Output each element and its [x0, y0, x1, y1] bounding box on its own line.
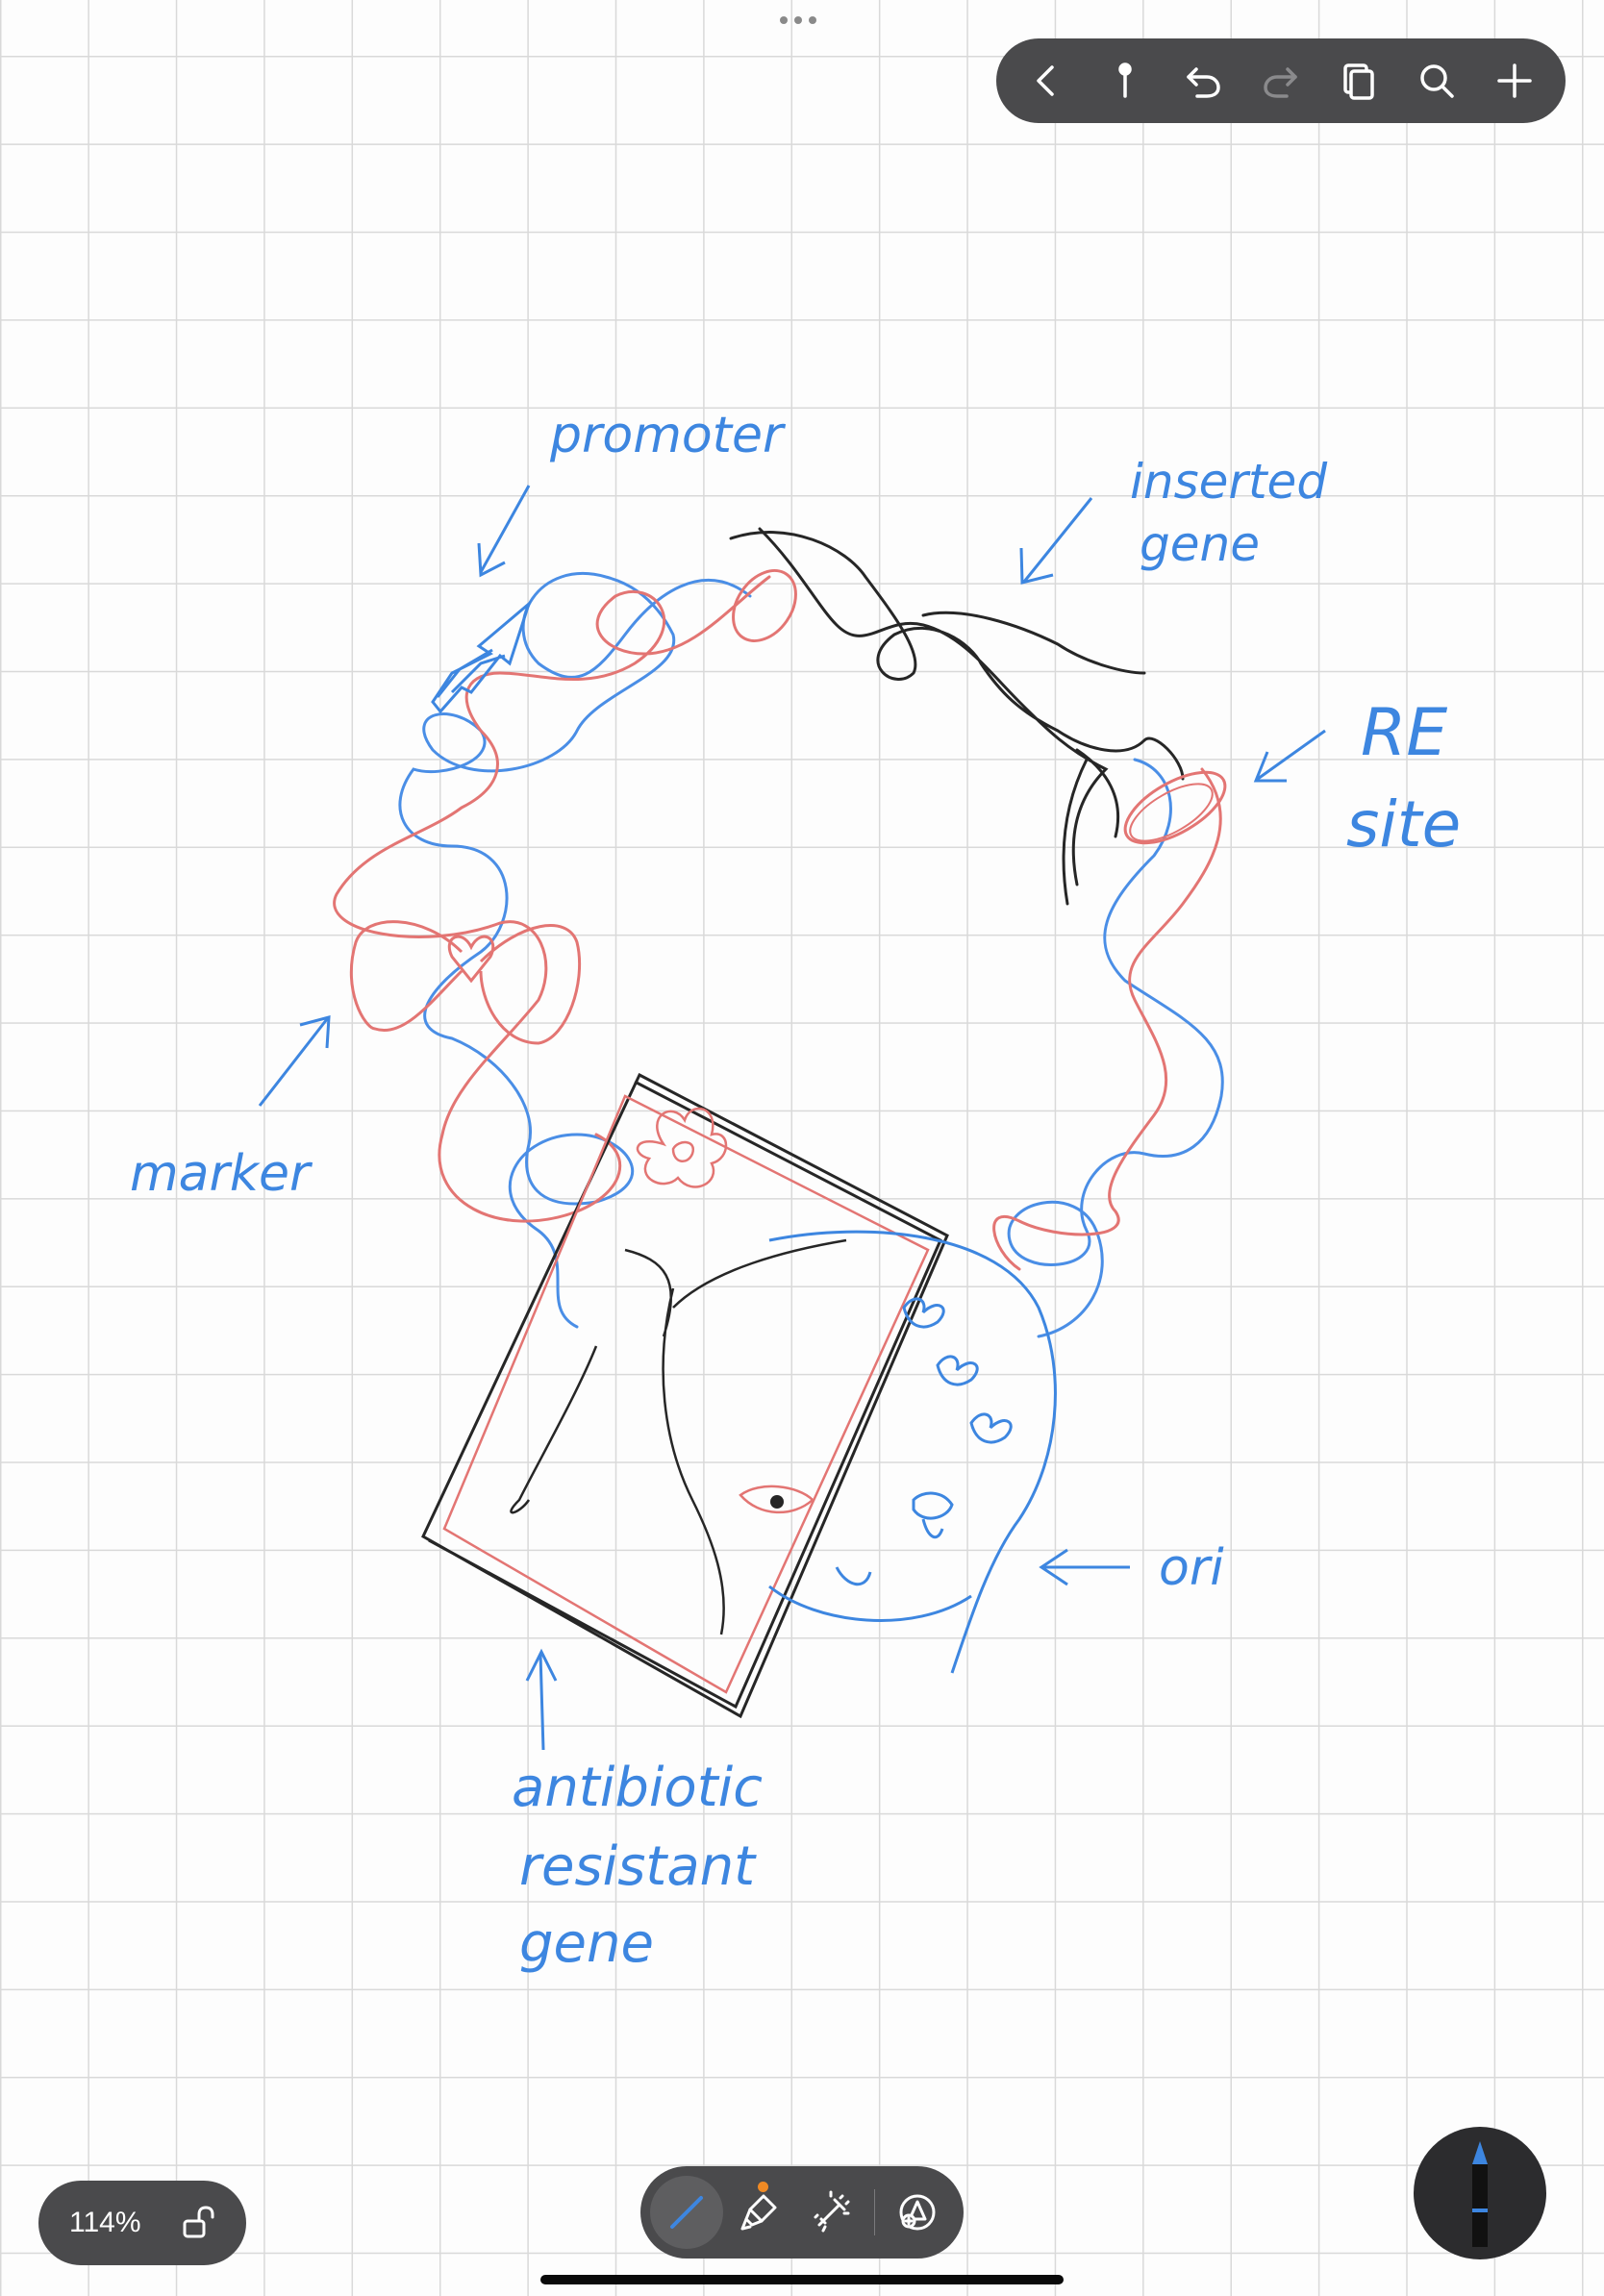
ori-pointer-arrow: [1039, 1548, 1130, 1586]
top-toolbar: [996, 38, 1566, 123]
re-site-loop-right-inner: [1129, 783, 1214, 842]
plasmid-blue-strand: [398, 572, 1224, 1338]
label-re: RE: [1361, 695, 1447, 771]
label-gene-inserted: gene: [1140, 516, 1260, 572]
zoom-level[interactable]: 114%: [69, 2207, 141, 2238]
pages-icon[interactable]: [1328, 50, 1390, 112]
antibiotic-gene-square-inner: [442, 1094, 930, 1694]
dot: [780, 16, 788, 24]
flower-drawing: [636, 1107, 728, 1188]
multitask-dots[interactable]: [780, 16, 816, 24]
label-marker: marker: [130, 1145, 313, 1203]
pin-icon[interactable]: [1094, 50, 1156, 112]
re-site-loop-right: [1123, 770, 1227, 845]
drawing-tool-bar: [640, 2166, 964, 2259]
redo-icon[interactable]: [1250, 50, 1312, 112]
label-inserted: inserted: [1130, 454, 1327, 510]
color-indicator-dot: [757, 2182, 768, 2192]
marker-pointer-arrow: [258, 1015, 331, 1107]
home-indicator[interactable]: [540, 2275, 1064, 2284]
label-resistant: resistant: [519, 1835, 757, 1898]
back-icon[interactable]: [1016, 50, 1078, 112]
unlock-icon[interactable]: [179, 2204, 217, 2242]
label-site: site: [1346, 787, 1461, 861]
pen-icon: [669, 2196, 703, 2229]
highlighter-tool[interactable]: [723, 2176, 796, 2249]
eraser-tool[interactable]: [795, 2176, 868, 2249]
apple-pencil-tool-button[interactable]: [1414, 2127, 1546, 2259]
ori-face-hair: [510, 1238, 847, 1635]
shapes-icon: [899, 2194, 936, 2231]
pen-tool[interactable]: [650, 2176, 723, 2249]
marker-bow-drawing: [349, 920, 582, 1045]
label-ori: ori: [1159, 1539, 1224, 1597]
label-promoter: promoter: [549, 407, 787, 464]
shapes-tool[interactable]: [881, 2176, 954, 2249]
pencil-icon: [1472, 2141, 1488, 2247]
ori-face-eye-outline: [739, 1485, 815, 1514]
tool-divider: [873, 2189, 876, 2235]
search-icon[interactable]: [1406, 50, 1467, 112]
dot: [794, 16, 802, 24]
undo-icon[interactable]: [1172, 50, 1234, 112]
ori-face-drawing: [768, 1230, 1057, 1674]
add-icon[interactable]: [1484, 50, 1545, 112]
re-site-loop-top: [732, 569, 797, 642]
promoter-arrow-drawing: [431, 599, 533, 714]
promoter-pointer-arrow: [477, 485, 531, 578]
antibiotic-pointer-arrow: [525, 1648, 558, 1751]
plasmid-red-strand: [333, 575, 1222, 1271]
antibiotic-gene-square: [421, 1072, 949, 1719]
label-antibiotic: antibiotic: [512, 1757, 763, 1819]
ori-face-eye-red: [770, 1495, 784, 1509]
inserted-gene-pointer-arrow: [1019, 497, 1093, 585]
label-gene-antibiotic: gene: [519, 1912, 654, 1975]
zoom-control[interactable]: 114%: [38, 2181, 246, 2265]
highlighter-icon: [740, 2194, 777, 2231]
eraser-icon: [814, 2190, 850, 2233]
re-site-pointer-arrow: [1253, 729, 1326, 783]
dot: [809, 16, 816, 24]
inserted-gene-drawing: [729, 527, 1185, 906]
